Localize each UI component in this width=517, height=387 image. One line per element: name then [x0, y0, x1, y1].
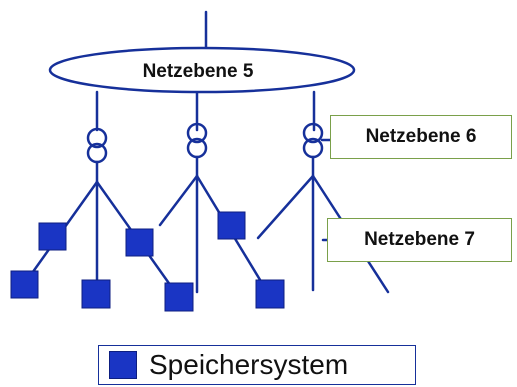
storage-system-5 [164, 282, 194, 312]
storage-system-6 [217, 211, 246, 240]
level5-busbar [48, 46, 356, 94]
storage-system-1 [38, 222, 67, 251]
level7-label: Netzebene 7 [364, 229, 475, 250]
level7-label-box: Netzebene 7 [327, 218, 512, 262]
level5-label: Netzebene 5 [143, 61, 254, 82]
storage-system-3 [81, 279, 111, 309]
level6-label: Netzebene 6 [365, 126, 477, 147]
transformer-1 [86, 127, 108, 164]
storage-system-4 [125, 228, 154, 257]
storage-system-2 [10, 270, 39, 299]
legend-label: Speichersystem [149, 349, 349, 380]
storage-system-7 [255, 279, 285, 309]
branch-group-2 [158, 174, 270, 295]
storage-legend-swatch [109, 351, 137, 379]
legend: Speichersystem [98, 345, 416, 385]
level6-label-box: Netzebene 6 [330, 115, 512, 159]
